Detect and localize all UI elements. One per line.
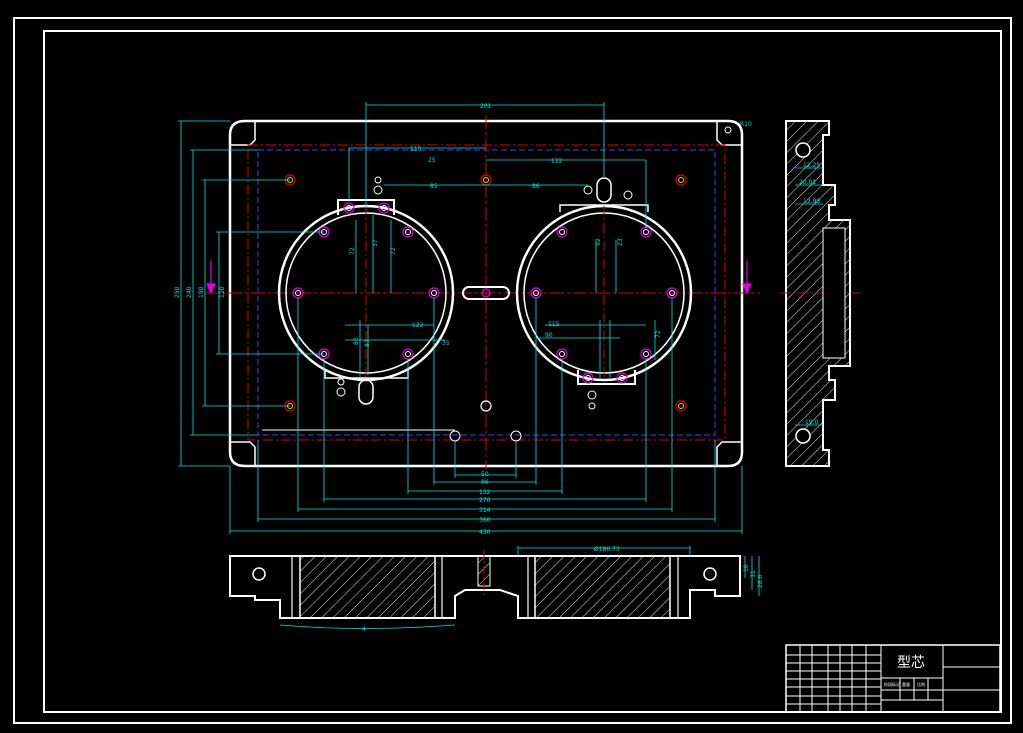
dim-92: 92 [595,238,602,246]
dim-270: 270 [479,497,491,504]
outer-frame [13,17,1012,724]
dim-90: 90 [545,332,553,339]
inner-frame [43,30,1002,713]
dim-72c: 72 [655,330,662,338]
dim-201: 201 [480,103,492,110]
dim-50: 50 [481,471,489,478]
dim-97: 97 [364,339,371,347]
front-hatch-right [534,555,671,619]
side-hole [795,142,811,158]
bottom-slot-hole [449,430,461,442]
dim-r10: R10 [740,121,752,128]
label-ratio: 比例 [917,681,925,687]
dim-35: 35 [442,340,450,347]
side-dim-3: 12.98 [803,198,820,205]
right-slot [596,177,612,203]
front-hole [703,567,717,581]
dim-250: 250 [174,286,181,298]
left-slot [358,379,374,405]
side-dim-1: 12.25 [803,162,820,169]
title-block [785,644,1001,713]
dim-front-286: 28.6 [757,574,764,588]
dim-115: 115 [410,146,422,153]
dim-314: 314 [479,507,491,514]
dim-front-t1: 4 [362,626,366,633]
dim-360: 360 [479,517,491,524]
dimension-lines [178,102,743,534]
dim-430: 430 [479,529,491,536]
screw-holes [284,126,732,412]
part-name: 型芯 [897,655,925,671]
side-dim-4: 19.0 [805,419,819,426]
right-ring-bottom-tab [577,370,636,385]
center-slot [462,286,510,300]
label-stage: 阶段标记 [884,681,900,687]
plan-view: 201 115 25 132 85 86 R10 50 86 132 270 3… [174,102,760,536]
dim-132b: 132 [479,489,491,496]
dim-front-10: 10 [743,564,750,572]
corner-notch [716,441,742,466]
front-hatch-left [299,555,436,619]
front-hole [252,567,266,581]
corner-notch [230,441,256,466]
corner-notch [716,121,742,146]
section-arrows [206,260,752,295]
dim-25: 25 [428,157,436,164]
dim-85: 85 [430,183,438,190]
dim-120: 120 [219,286,226,298]
dim-86b: 86 [481,479,489,486]
dim-132: 132 [551,158,563,165]
dim-phi: Ø186.73 [594,546,620,553]
side-inner [822,227,846,359]
front-view: Ø186.73 4 10 31 28.6 [229,546,764,633]
center-bottom-hole [480,400,492,412]
side-hole [795,428,811,444]
front-profile [229,555,741,619]
dim-80: 80 [353,337,360,345]
dim-37: 37 [372,239,379,247]
plate-outline [228,119,744,468]
dim-122: 122 [412,322,424,329]
side-dim-2: 20.01 [799,179,816,186]
dim-72b: 72 [390,247,397,255]
side-view: 12.25 20.01 12.98 19.0 [780,120,860,467]
dim-240: 240 [186,286,193,298]
corner-notch [230,121,256,146]
dim-front-31: 31 [750,570,757,578]
dim-72a: 72 [349,247,356,255]
label-weight: 重量 [902,681,910,687]
dim-86: 86 [532,183,540,190]
dim-190: 190 [198,286,205,298]
dim-23: 23 [617,238,624,246]
right-ring-top-tab [559,204,649,212]
dim-115b: 115 [548,321,560,328]
